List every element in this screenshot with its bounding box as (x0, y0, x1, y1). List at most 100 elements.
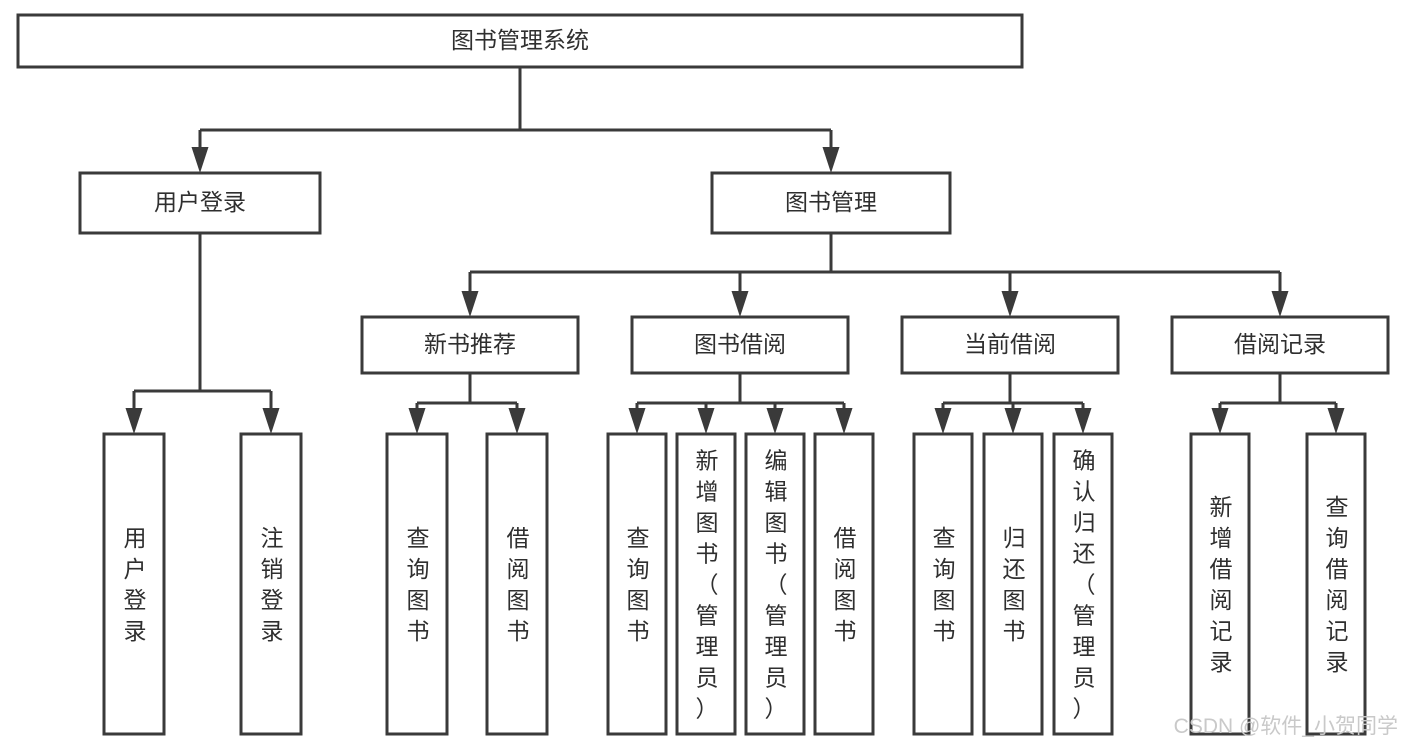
connector-conn-borrow-to-l1 (628, 403, 646, 434)
connector-conn-bookmgmt-to-borrow (731, 272, 749, 317)
arrow-head-icon (125, 408, 143, 434)
arrow-head-icon (1074, 408, 1092, 434)
node-box-leaf-user-login[interactable] (102, 432, 166, 736)
node-leaf-edit-book[interactable]: 编辑图书（管理员） (744, 432, 806, 736)
node-label-root: 图书管理系统 (451, 27, 589, 53)
connector-conn-record-to-l1 (1211, 403, 1229, 434)
node-label-leaf-logout: 注销登录 (261, 525, 284, 644)
node-box-leaf-query-book-new[interactable] (385, 432, 449, 736)
node-layer: 图书管理系统用户登录图书管理新书推荐图书借阅当前借阅借阅记录用户登录注销登录查询… (16, 13, 1390, 736)
node-leaf-confirm-return[interactable]: 确认归还（管理员） (1052, 432, 1114, 736)
arrow-head-icon (766, 408, 784, 434)
arrow-head-icon (628, 408, 646, 434)
node-leaf-query-borrow-record[interactable]: 查询借阅记录 (1305, 432, 1367, 736)
arrow-head-icon (731, 291, 749, 317)
node-leaf-query-book-current[interactable]: 查询图书 (912, 432, 974, 736)
node-leaf-query-book-borrow[interactable]: 查询图书 (606, 432, 668, 736)
node-box-leaf-query-book-borrow[interactable] (606, 432, 668, 736)
node-box-leaf-add-borrow-record[interactable] (1189, 432, 1251, 736)
node-book-management[interactable]: 图书管理 (710, 171, 952, 235)
connector-conn-borrow-to-l3 (766, 403, 784, 434)
node-box-leaf-return-book[interactable] (982, 432, 1044, 736)
arrow-head-icon (822, 147, 840, 173)
node-box-leaf-confirm-return[interactable] (1052, 432, 1114, 736)
connector-conn-current-to-l1 (934, 403, 952, 434)
arrow-head-icon (1271, 291, 1289, 317)
connector-conn-bookmgmt-to-record (1271, 272, 1289, 317)
node-book-borrow[interactable]: 图书借阅 (630, 315, 850, 375)
node-label-user-login: 用户登录 (154, 189, 246, 215)
node-leaf-borrow-book[interactable]: 借阅图书 (813, 432, 875, 736)
node-box-user-login[interactable] (78, 171, 322, 235)
watermark-label: CSDN @软件_小贺同学 (1174, 715, 1398, 738)
node-label-current-borrow: 当前借阅 (964, 331, 1056, 357)
node-box-leaf-edit-book[interactable] (744, 432, 806, 736)
arrow-head-icon (191, 147, 209, 173)
node-label-leaf-query-book-current: 查询图书 (933, 525, 956, 644)
node-leaf-logout[interactable]: 注销登录 (239, 432, 303, 736)
arrow-head-icon (1211, 408, 1229, 434)
node-box-leaf-add-book[interactable] (675, 432, 737, 736)
node-box-root[interactable] (16, 13, 1024, 69)
node-leaf-borrow-book-new[interactable]: 借阅图书 (485, 432, 549, 736)
arrow-head-icon (408, 408, 426, 434)
arrow-head-icon (934, 408, 952, 434)
node-label-leaf-query-borrow-record: 查询借阅记录 (1326, 494, 1349, 675)
arrow-head-icon (461, 291, 479, 317)
node-box-leaf-borrow-book[interactable] (813, 432, 875, 736)
node-label-book-management: 图书管理 (785, 189, 877, 215)
connector-layer (125, 67, 1345, 434)
node-label-new-book-recommend: 新书推荐 (424, 331, 516, 357)
connector-conn-bookmgmt-to-current (1001, 272, 1019, 317)
node-box-new-book-recommend[interactable] (360, 315, 580, 375)
connector-conn-record-to-l2 (1327, 403, 1345, 434)
connector-conn-new-to-l2 (508, 403, 526, 434)
arrow-head-icon (508, 408, 526, 434)
connector-conn-borrow-to-l4 (835, 403, 853, 434)
node-label-leaf-return-book: 归还图书 (1003, 525, 1026, 644)
connector-conn-root-to-user-login (191, 130, 209, 173)
node-new-book-recommend[interactable]: 新书推荐 (360, 315, 580, 375)
node-root[interactable]: 图书管理系统 (16, 13, 1024, 69)
node-label-leaf-edit-book: 编辑图书（管理员） (765, 448, 788, 722)
node-label-leaf-add-borrow-record: 新增借阅记录 (1210, 494, 1233, 675)
node-box-book-management[interactable] (710, 171, 952, 235)
connector-conn-new-to-l1 (408, 403, 426, 434)
node-borrow-record[interactable]: 借阅记录 (1170, 315, 1390, 375)
node-leaf-query-book-new[interactable]: 查询图书 (385, 432, 449, 736)
node-box-leaf-query-book-current[interactable] (912, 432, 974, 736)
node-label-leaf-query-book-new: 查询图书 (407, 525, 430, 644)
node-leaf-add-borrow-record[interactable]: 新增借阅记录 (1189, 432, 1251, 736)
node-label-leaf-query-book-borrow: 查询图书 (627, 525, 650, 644)
connector-conn-bookmgmt-to-new (461, 272, 479, 317)
node-box-book-borrow[interactable] (630, 315, 850, 375)
node-label-borrow-record: 借阅记录 (1234, 331, 1326, 357)
arrow-head-icon (697, 408, 715, 434)
arrow-head-icon (1004, 408, 1022, 434)
connector-conn-userlogin-to-leaf2 (262, 391, 280, 434)
node-user-login[interactable]: 用户登录 (78, 171, 322, 235)
node-label-leaf-borrow-book-new: 借阅图书 (507, 525, 530, 644)
node-label-leaf-confirm-return: 确认归还（管理员） (1073, 448, 1096, 722)
node-box-leaf-query-borrow-record[interactable] (1305, 432, 1367, 736)
watermark-layer: CSDN @软件_小贺同学 (1174, 715, 1398, 738)
node-leaf-user-login[interactable]: 用户登录 (102, 432, 166, 736)
arrow-head-icon (1001, 291, 1019, 317)
node-current-borrow[interactable]: 当前借阅 (900, 315, 1120, 375)
arrow-head-icon (835, 408, 853, 434)
node-label-leaf-add-book: 新增图书（管理员） (696, 448, 719, 722)
connector-conn-root-to-book-management (822, 130, 840, 173)
arrow-head-icon (1327, 408, 1345, 434)
node-box-leaf-borrow-book-new[interactable] (485, 432, 549, 736)
node-box-current-borrow[interactable] (900, 315, 1120, 375)
arrow-head-icon (262, 408, 280, 434)
node-box-leaf-logout[interactable] (239, 432, 303, 736)
node-box-borrow-record[interactable] (1170, 315, 1390, 375)
node-label-leaf-user-login: 用户登录 (124, 525, 147, 644)
node-label-leaf-borrow-book: 借阅图书 (834, 525, 857, 644)
node-leaf-return-book[interactable]: 归还图书 (982, 432, 1044, 736)
node-label-book-borrow: 图书借阅 (694, 331, 786, 357)
node-leaf-add-book[interactable]: 新增图书（管理员） (675, 432, 737, 736)
